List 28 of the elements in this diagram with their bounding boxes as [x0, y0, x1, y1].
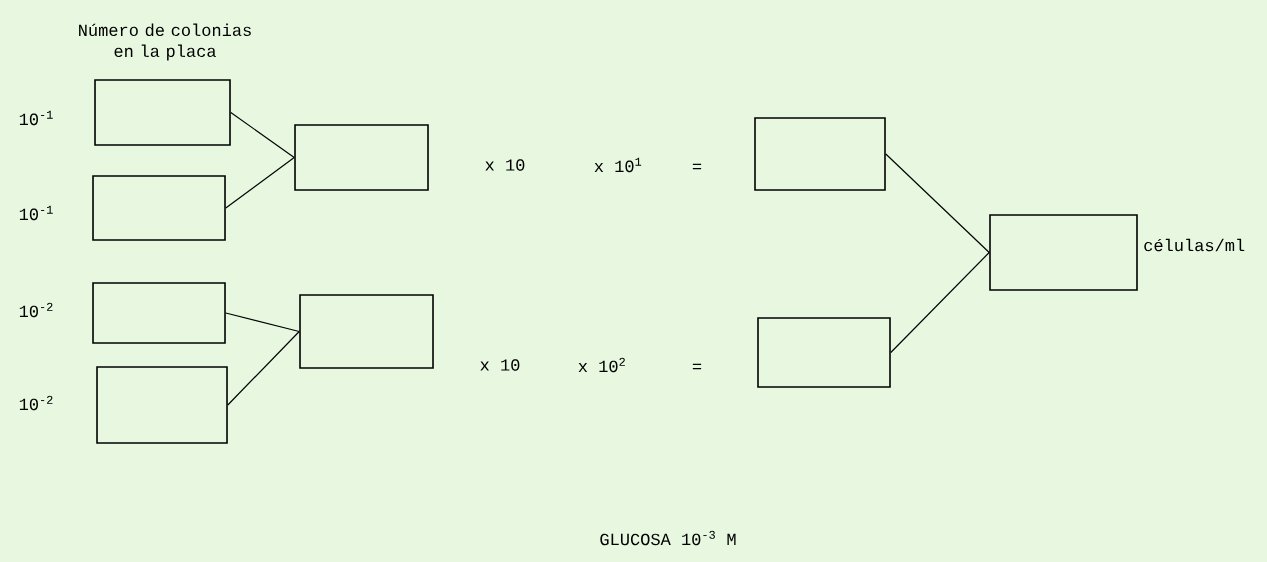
side-label: 10$^{-2}$ [19, 395, 53, 411]
empty-box [299, 294, 434, 369]
connector-line [230, 111, 295, 159]
text-label: x 10 [485, 159, 525, 171]
connector-line [890, 251, 990, 354]
connector-line [885, 153, 990, 254]
empty-box [94, 79, 231, 146]
empty-box [989, 214, 1138, 291]
side-label: 10$^{-2}$ [19, 302, 53, 318]
empty-box [92, 175, 226, 241]
empty-box [294, 124, 429, 191]
text-label: x 10$^{1}$ [594, 157, 642, 173]
connector-line [225, 312, 300, 333]
empty-box [96, 366, 228, 444]
empty-box [754, 117, 886, 191]
text-label: = [692, 363, 702, 370]
connector-line [227, 330, 300, 406]
text-label: x 10 [480, 359, 520, 371]
connector-line [225, 156, 295, 209]
text-label: = [692, 163, 702, 170]
title: GLUCOSA 10$^{-3}$ M [600, 530, 736, 546]
text-label: x 10$^{2}$ [578, 357, 625, 373]
empty-box [92, 282, 226, 344]
side-label: 10$^{-1}$ [19, 110, 53, 126]
empty-box [757, 317, 891, 388]
side-label: 10$^{-1}$ [19, 205, 53, 221]
text-label: Número de colonias en la placa [79, 23, 251, 61]
side-label: células/ml [1144, 238, 1245, 252]
